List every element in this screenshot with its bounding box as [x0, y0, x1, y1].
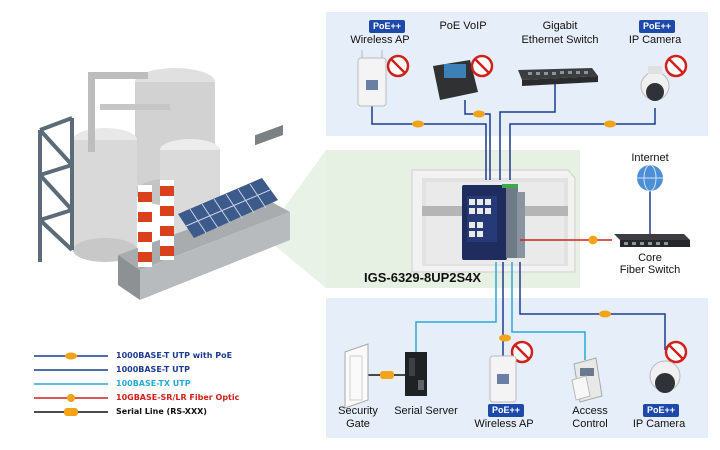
- core-fiber-switch-device: [614, 234, 690, 247]
- label-core-line2: Fiber Switch: [619, 264, 681, 276]
- ip-camera-top-device: [640, 66, 670, 101]
- label-access-line1: Access: [572, 405, 608, 417]
- serial-server-device: [405, 352, 427, 396]
- poe-badge-bottom-camera: PoE++: [643, 404, 680, 417]
- legend-line-serial: [34, 408, 108, 416]
- poe-marker: [599, 310, 611, 318]
- label-access-line2: Control: [572, 418, 608, 430]
- poe-badge-top-camera: PoE++: [639, 20, 676, 33]
- gigabit-switch-device: [518, 68, 598, 86]
- label-gate-line2: Gate: [346, 418, 370, 430]
- poe-plug-icon: [386, 54, 688, 364]
- label-internet: Internet: [631, 152, 669, 164]
- internet-globe-icon: [637, 164, 663, 192]
- fiber-marker: [588, 235, 598, 245]
- link-top-ap: [371, 106, 487, 180]
- switch-model-title: IGS-6329-8UP2S4X: [364, 270, 482, 285]
- link-top-camera: [509, 108, 656, 180]
- industrial-cabinet: [411, 169, 576, 273]
- serial-marker: [380, 371, 394, 379]
- legend-line-fiber: [34, 394, 108, 402]
- factory-illustration: [38, 68, 290, 300]
- legend-line-100base: [34, 383, 108, 385]
- label-bottom-ip-camera: IP Camera: [632, 418, 686, 430]
- ip-camera-bottom-device: [649, 360, 681, 393]
- label-switch-line2: Ethernet Switch: [521, 34, 599, 46]
- label-core-line1: Core: [638, 252, 662, 264]
- wireless-ap-bottom-device: [489, 355, 517, 403]
- label-bottom-wireless-ap: Wireless AP: [474, 418, 534, 430]
- label-poe-voip: PoE VoIP: [439, 20, 487, 32]
- security-gate-device: [344, 343, 369, 409]
- link-bottom-serial: [415, 262, 497, 355]
- legend-text-serial: Serial Line (RS-XXX): [116, 407, 207, 416]
- legend-text-1000base: 1000BASE-T UTP: [116, 365, 190, 374]
- legend-line-poe: [34, 352, 108, 360]
- label-serial-server: Serial Server: [394, 405, 458, 417]
- poe-badge-bottom-ap: PoE++: [488, 404, 525, 417]
- poe-voip-device: [433, 60, 478, 100]
- label-switch-line1: Gigabit: [542, 20, 578, 32]
- legend-text-poe: 1000BASE-T UTP with PoE: [116, 351, 233, 360]
- link-bottom-access: [511, 262, 586, 360]
- poe-marker: [499, 334, 511, 342]
- poe-marker: [604, 120, 616, 128]
- zoom-beam: [268, 150, 326, 288]
- label-top-ip-camera: IP Camera: [628, 34, 682, 46]
- link-bottom-camera: [519, 262, 666, 350]
- legend-text-100base: 100BASE-TX UTP: [116, 379, 191, 388]
- poe-badge-top-ap: PoE++: [369, 20, 406, 33]
- legend-text-fiber: 10GBASE-SR/LR Fiber Optic: [116, 393, 240, 402]
- legend-line-1000base: [34, 369, 108, 371]
- poe-marker: [473, 110, 485, 118]
- poe-marker: [412, 120, 424, 128]
- link-top-switch: [499, 80, 556, 180]
- label-gate-line1: Security: [338, 405, 378, 417]
- access-control-device: [571, 357, 603, 403]
- label-top-wireless-ap: Wireless AP: [350, 34, 410, 46]
- wireless-ap-top-device: [357, 50, 387, 107]
